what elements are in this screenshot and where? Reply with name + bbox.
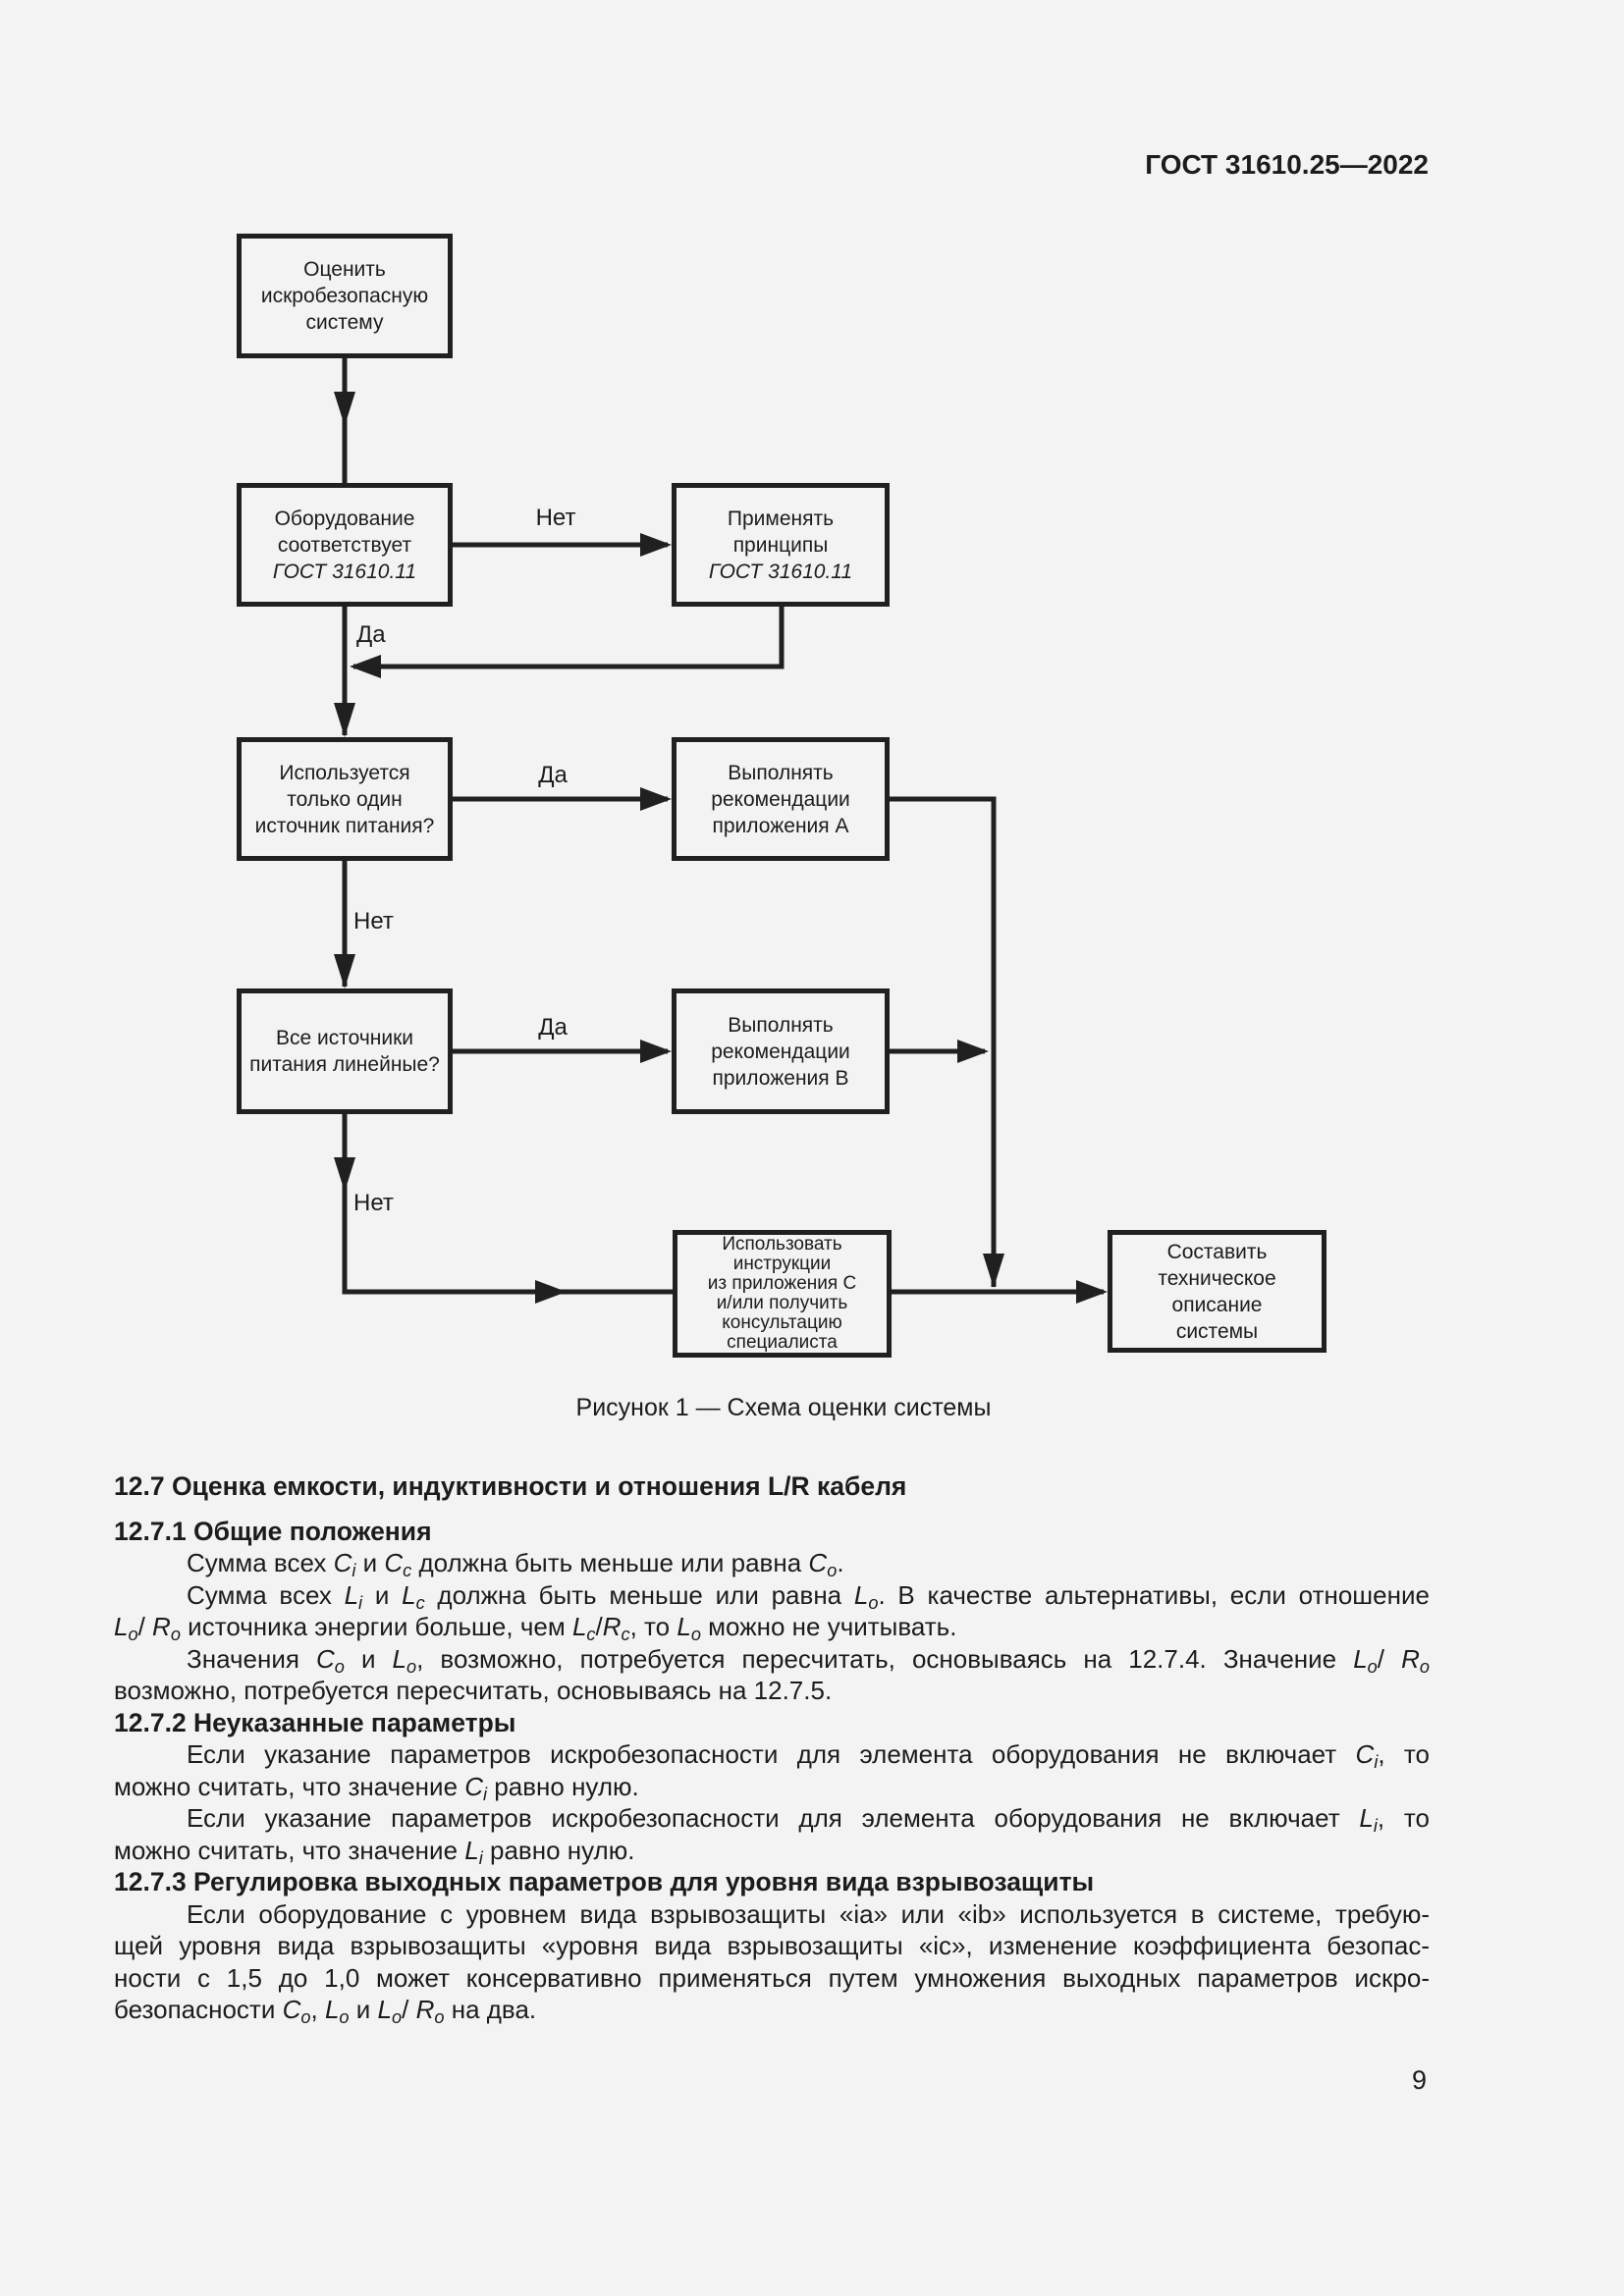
text-block: 12.7 Оценка емкости, индуктивности и отн… [114,1470,1430,2026]
text-line: Если оборудование с уровнем вида взрывоз… [187,1898,1430,1929]
branch-label-yes: Да [356,621,386,648]
section-heading: 12.7.3 Регулировка выходных параметров д… [114,1867,1095,1896]
text-line: возможно, потребуется пересчитать, основ… [114,1676,833,1705]
text-line: ности с 1,5 до 1,0 может консервативно п… [114,1962,1430,1993]
text-line: Если указание параметров искробезопаснос… [187,1739,1430,1773]
flowchart-connectors [334,358,1108,1304]
page-number: 9 [1411,2065,1427,2095]
text-line: Сумма всех Li и Lc должна быть меньше ил… [187,1579,1430,1613]
figure-caption: Рисунок 1 — Схема оценки системы [575,1394,992,1421]
text-line: Значения Co и Lo, возможно, потребуется … [187,1643,1430,1677]
text-line: щей уровня вида взрывозащиты «уровня вид… [114,1931,1430,1960]
text-line: Если указание параметров искробезопаснос… [187,1803,1430,1837]
section-heading: 12.7.2 Неуказанные параметры [114,1707,516,1737]
branch-label-yes: Да [538,762,568,788]
branch-label-no: Нет [353,1190,394,1216]
text-line: Lo/ Ro источника энергии больше, чем Lc/… [114,1612,957,1645]
section-heading: 12.7 Оценка емкости, индуктивности и отн… [114,1471,907,1501]
text-line: Сумма всех Ci и Cc должна быть меньше ил… [187,1548,844,1581]
text-line: можно считать, что значение Li равно нул… [114,1835,635,1868]
section-heading: 12.7.1 Общие положения [114,1516,432,1546]
branch-label-no: Нет [535,505,576,531]
text-line: можно считать, что значение Ci равно нул… [114,1771,639,1804]
page-header: ГОСТ 31610.25—2022 [1145,149,1429,180]
branch-label-no: Нет [353,908,394,934]
branch-label-yes: Да [538,1014,568,1041]
text-line: безопасности Co, Lo и Lo/ Ro на два. [114,1995,537,2028]
